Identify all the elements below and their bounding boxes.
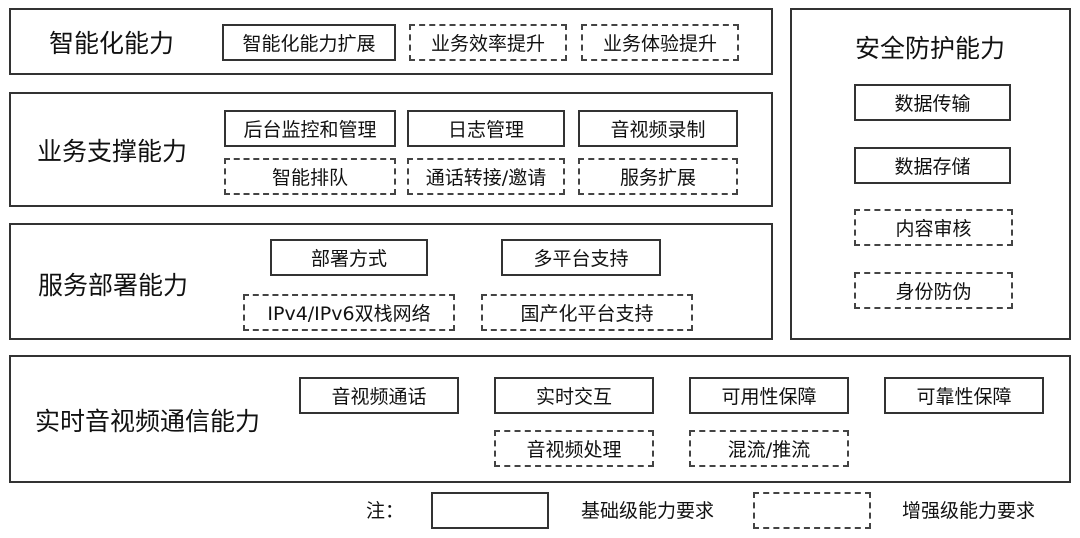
- capability-intelligence-extension: 智能化能力扩展: [222, 24, 396, 61]
- capability-av-processing: 音视频处理: [494, 430, 654, 467]
- capability-log-management: 日志管理: [407, 110, 565, 147]
- legend-note: 注：: [366, 500, 405, 522]
- capability-deployment-mode: 部署方式: [270, 239, 428, 276]
- legend-swatch-enhanced: [753, 492, 871, 529]
- capability-data-transmission: 数据传输: [854, 84, 1011, 121]
- capability-call-transfer: 通话转接/邀请: [407, 158, 565, 195]
- capability-business-efficiency: 业务效率提升: [409, 24, 567, 61]
- layer-title-business-support: 业务支撑能力: [37, 137, 188, 166]
- layer-title-deployment: 服务部署能力: [38, 271, 189, 300]
- capability-av-call: 音视频通话: [299, 377, 459, 414]
- legend-swatch-basic: [431, 492, 549, 529]
- legend-label-enhanced: 增强级能力要求: [902, 500, 1036, 522]
- capability-business-experience: 业务体验提升: [581, 24, 739, 61]
- capability-domestic-platform: 国产化平台支持: [481, 294, 693, 331]
- capability-mixing-streaming: 混流/推流: [689, 430, 849, 467]
- layer-realtime: 实时音视频通信能力 音视频通话 实时交互 可用性保障 可靠性保障 音视频处理 混…: [9, 355, 1071, 483]
- legend-label-basic: 基础级能力要求: [581, 500, 715, 522]
- layer-title-realtime: 实时音视频通信能力: [35, 407, 261, 436]
- capability-identity-anti-forgery: 身份防伪: [854, 272, 1013, 309]
- capability-data-storage: 数据存储: [854, 147, 1011, 184]
- capability-dual-stack: IPv4/IPv6双栈网络: [243, 294, 455, 331]
- capability-realtime-interaction: 实时交互: [494, 377, 654, 414]
- capability-content-review: 内容审核: [854, 209, 1013, 246]
- capability-multi-platform: 多平台支持: [501, 239, 661, 276]
- layer-deployment: 服务部署能力 部署方式 多平台支持 IPv4/IPv6双栈网络 国产化平台支持: [9, 223, 773, 340]
- layer-title-security: 安全防护能力: [855, 34, 1006, 63]
- capability-backend-monitoring: 后台监控和管理: [224, 110, 396, 147]
- layer-title-intelligence: 智能化能力: [49, 29, 175, 58]
- layer-business-support: 业务支撑能力 后台监控和管理 日志管理 音视频录制 智能排队 通话转接/邀请 服…: [9, 92, 773, 207]
- capability-av-recording: 音视频录制: [578, 110, 738, 147]
- layer-intelligence: 智能化能力 智能化能力扩展 业务效率提升 业务体验提升: [9, 8, 773, 75]
- layer-security: 安全防护能力 数据传输 数据存储 内容审核 身份防伪: [790, 8, 1071, 340]
- capability-service-extension: 服务扩展: [578, 158, 738, 195]
- capability-availability: 可用性保障: [689, 377, 849, 414]
- capability-reliability: 可靠性保障: [884, 377, 1044, 414]
- capability-smart-queue: 智能排队: [224, 158, 396, 195]
